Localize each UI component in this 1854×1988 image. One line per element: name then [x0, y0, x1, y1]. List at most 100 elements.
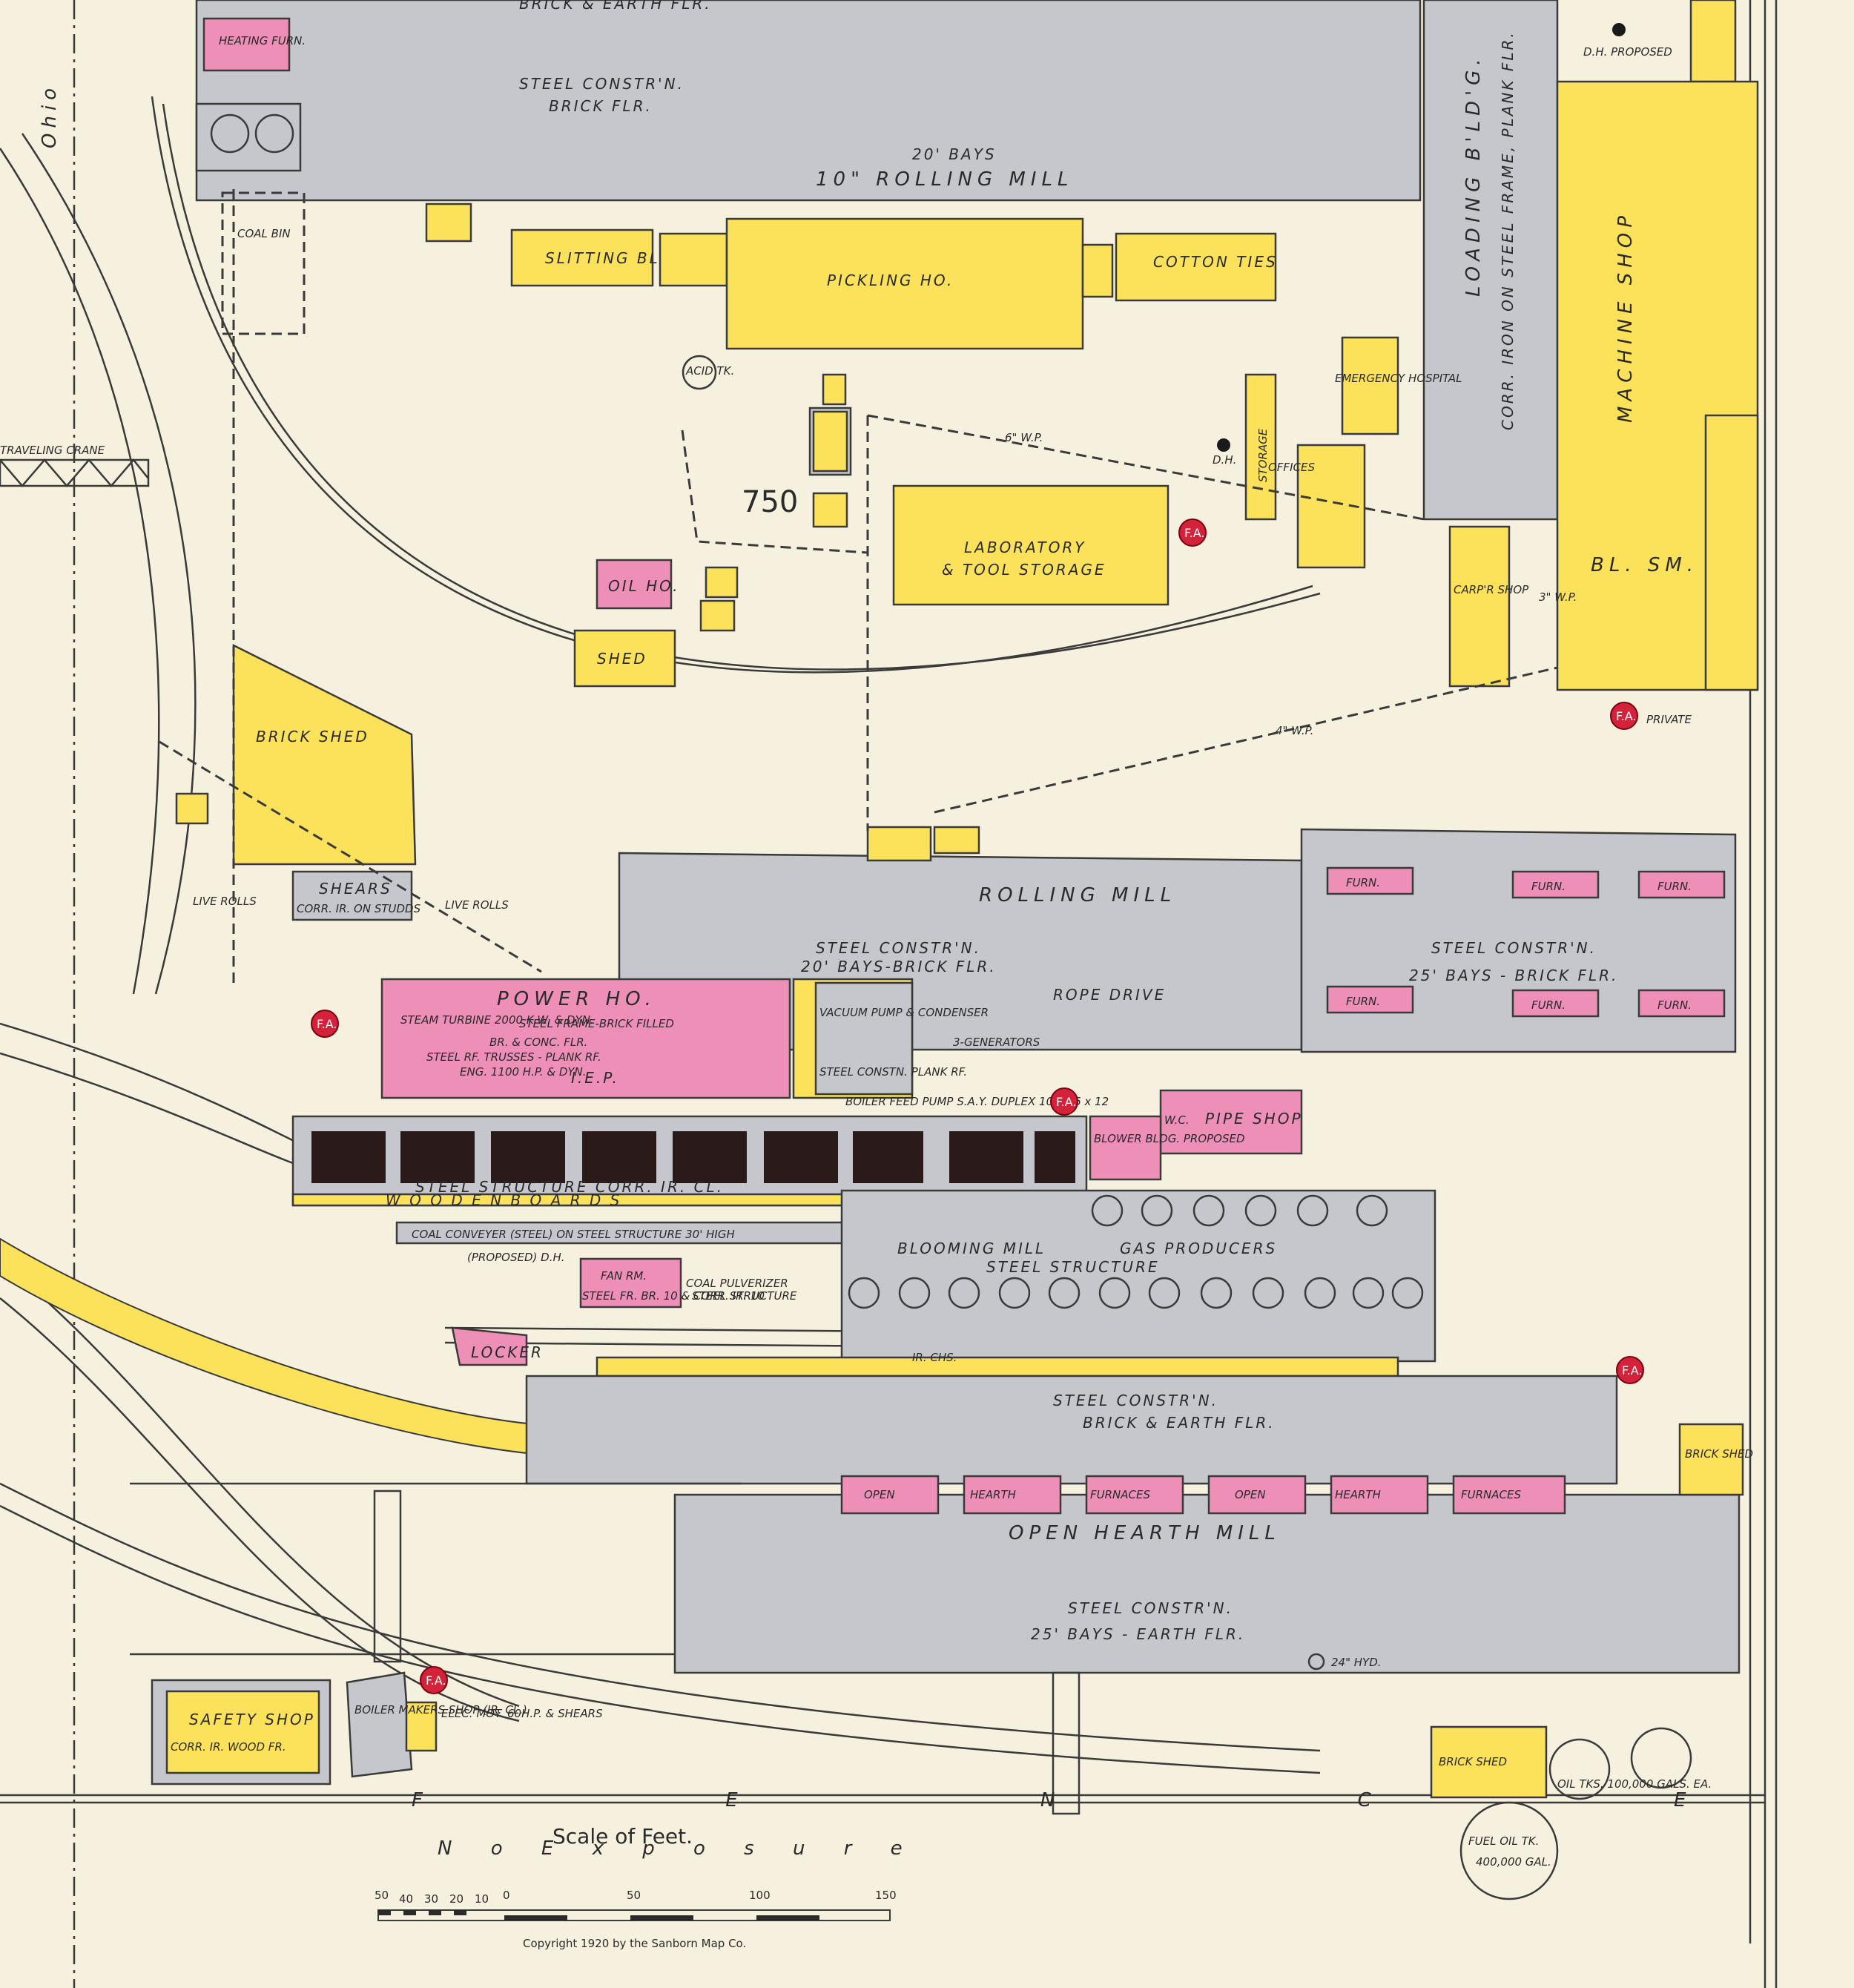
proposed-dh-label: (PROPOSED) D.H. [467, 1251, 565, 1264]
coal-bin [221, 191, 306, 335]
boiler-blocks [311, 1131, 1075, 1183]
scale-tick-30: 30 [424, 1892, 438, 1906]
pipe-shop [1159, 1089, 1303, 1155]
locker-label: LOCKER [471, 1343, 544, 1361]
fire-alarm-label-5: F.A. [1622, 1363, 1642, 1378]
acid-tank-label: ACID TK. [685, 364, 734, 378]
power-house-label: POWER HO. [497, 988, 656, 1010]
furnaces-label-2: FURNACES [1461, 1488, 1521, 1501]
coal-bin-label: COAL BIN [237, 227, 291, 240]
emergency-hospital-label: EMERGENCY HOSPITAL [1335, 372, 1462, 385]
blooming-mill-construction: STEEL STRUCTURE [986, 1258, 1160, 1276]
fire-alarm-label-2: F.A. [1616, 709, 1636, 723]
open-hearth-floor: BRICK & EARTH FLR. [1083, 1414, 1276, 1432]
generators-label: 3-GENERATORS [953, 1036, 1040, 1049]
wooden-boards-label: W O O D E N B O A R D S [386, 1191, 621, 1209]
vacuum-pump-label: VACUUM PUMP & CONDENSER [819, 1006, 989, 1019]
blooming-mill [840, 1189, 1436, 1363]
carpenter-shop-label: CARP'R SHOP [1454, 583, 1529, 596]
vacuum-pump-construction: STEEL CONSTN. PLANK RF. [819, 1065, 967, 1079]
blower-building [1089, 1115, 1162, 1181]
coal-pulverizer-label: COAL PULVERIZER [686, 1277, 788, 1290]
oil-tanks-label: OIL TKS. 100,000 GALS. EA. [1557, 1777, 1712, 1791]
acid-tank [682, 355, 717, 390]
cotton-ties-label: COTTON TIES [1153, 253, 1278, 271]
electric-motor-label: ELEC. MOT. 60H.P. & SHEARS [441, 1707, 603, 1720]
blower-building-label: BLOWER BLDG. PROPOSED [1094, 1132, 1245, 1145]
oil-house-label: OIL HO. [608, 577, 679, 595]
heating-furnace-label: HEATING FURN. [219, 34, 306, 47]
dh-proposed-label: D.H. PROPOSED [1583, 45, 1672, 59]
fan-room [579, 1257, 682, 1309]
water-pipe-6-label: 6" W.P. [1005, 431, 1043, 444]
hearth-label-2: HEARTH [1335, 1488, 1381, 1501]
fire-alarm-markers: F.A. F.A. F.A. F.A. F.A. F.A. [311, 519, 1644, 1694]
pickling-house-label: PICKLING HO. [827, 271, 954, 289]
private-label: PRIVATE [1646, 713, 1692, 726]
hydrant-label: 24" HYD. [1331, 1656, 1382, 1669]
open-label-1: OPEN [864, 1488, 895, 1501]
open-label-2: OPEN [1235, 1488, 1266, 1501]
power-house [380, 978, 791, 1099]
rolling-mill-top [195, 0, 1422, 202]
boiler-row-label: STEEL STRUCTURE CORR. IR. CL. [415, 1178, 724, 1196]
fuel-oil-tank-label: FUEL OIL TK. [1468, 1834, 1539, 1848]
scale-bar [377, 1909, 891, 1921]
brick-shed-bottom [1430, 1725, 1548, 1799]
pipe-shop-label: PIPE SHOP [1205, 1110, 1303, 1128]
fire-alarm-label-4: F.A. [1056, 1095, 1076, 1109]
live-rolls-label-2: LIVE ROLLS [445, 898, 509, 912]
open-hearth-construction: STEEL CONSTR'N. [1053, 1392, 1218, 1409]
furnace-label-3: FURN. [1657, 880, 1692, 893]
loading-building-label: LOADING B'LD'G. [1462, 53, 1485, 297]
furnace-label-5: FURN. [1531, 998, 1566, 1012]
scale-ticks: 50 40 30 20 10 0 50 100 150 [375, 1889, 897, 1906]
vacuum-pump-house [814, 981, 914, 1096]
laboratory-label: LABORATORY [964, 539, 1086, 556]
fire-alarm-label-3: F.A. [317, 1017, 337, 1031]
blooming-mill-label: BLOOMING MILL [897, 1240, 1046, 1257]
shears-construction: CORR. IR. ON STUDDS [297, 902, 421, 915]
fire-alarm-label-6: F.A. [426, 1673, 446, 1688]
blacksmith-label: BL. SM. [1591, 554, 1698, 576]
rolling-mill-top-label: 10" ROLLING MILL [816, 168, 1073, 191]
rolling-mill-construction: STEEL CONSTR'N. [816, 939, 981, 957]
rolling-mill-construction-2: STEEL CONSTR'N. [1431, 939, 1597, 957]
open-hearth-mill-bays: 25' BAYS - EARTH FLR. [1031, 1625, 1245, 1643]
power-house-floor: BR. & CONC. FLR. [489, 1036, 587, 1049]
fence-label: F E N C E [412, 1789, 1834, 1811]
iron-chimneys-label: IR. CHS. [912, 1351, 957, 1364]
gas-producers-label: GAS PRODUCERS [1120, 1240, 1277, 1257]
fire-alarm-label-1: F.A. [1184, 526, 1204, 540]
water-closet-label: W.C. [1164, 1113, 1190, 1127]
scale-tick-20: 20 [449, 1892, 464, 1906]
fuel-oil-capacity: 400,000 GAL. [1476, 1855, 1551, 1869]
coal-conveyer-label: COAL CONVEYER (STEEL) ON STEEL STRUCTURE… [412, 1228, 735, 1241]
shed [573, 629, 676, 688]
tool-storage-label: & TOOL STORAGE [942, 561, 1106, 579]
power-house-frame: STEEL FRAME-BRICK FILLED [519, 1017, 674, 1030]
traveling-crane-center [1052, 1671, 1081, 1815]
dh-label: D.H. [1213, 453, 1236, 467]
pickling-house [725, 217, 1084, 350]
carpenter-shop [1448, 525, 1511, 688]
loading-building [1422, 0, 1559, 521]
rolling-mill-bays: 20' BAYS-BRICK FLR. [801, 958, 997, 975]
locker [451, 1326, 528, 1366]
live-rolls-label: LIVE ROLLS [193, 895, 257, 908]
emergency-hospital [1341, 336, 1399, 435]
safety-shop-construction: CORR. IR. WOOD FR. [171, 1740, 286, 1754]
traveling-crane-top [0, 458, 150, 487]
laboratory [892, 484, 1170, 606]
furnace-label-2: FURN. [1531, 880, 1566, 893]
power-house-turbine: STEAM TURBINE 2000 K.W. & DYN. [400, 1013, 594, 1027]
scale-title: Scale of Feet. [552, 1824, 693, 1849]
rope-drive-label: ROPE DRIVE [1053, 986, 1166, 1004]
cotton-ties [1115, 232, 1277, 302]
scale-tick-10: 10 [475, 1892, 489, 1906]
slitting-building [510, 228, 654, 287]
rolling-mill-top-floor2: BRICK FLR. [549, 97, 653, 115]
shed-label: SHED [597, 650, 647, 668]
boiler-makers-shop [346, 1671, 413, 1778]
